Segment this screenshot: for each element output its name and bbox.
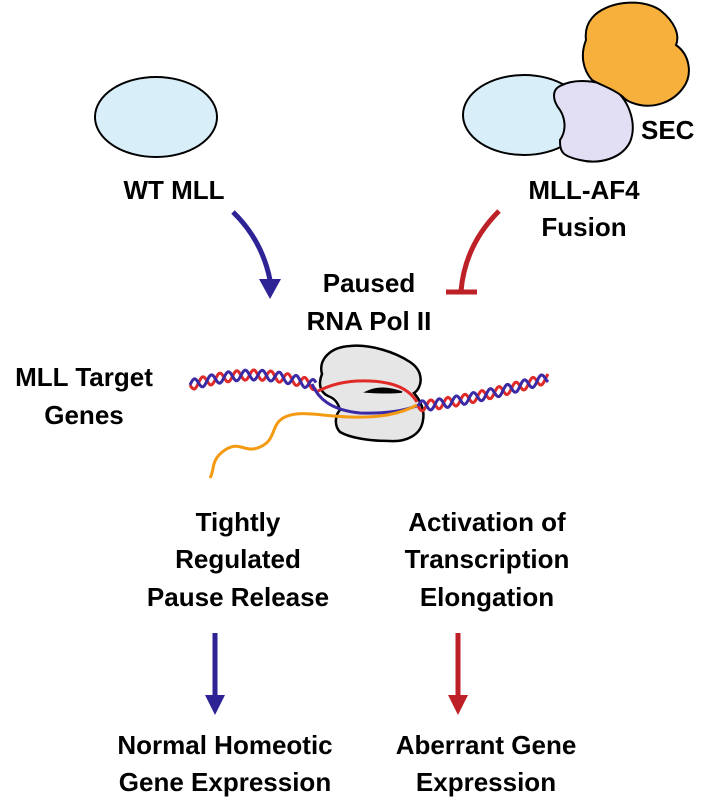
pol-ii-label-line1: Paused: [323, 268, 416, 298]
pol-ii-label-line2: RNA Pol II: [307, 306, 432, 336]
fusion-mechanism-line3: Elongation: [420, 582, 554, 612]
fusion-label-line2: Fusion: [541, 212, 626, 242]
fusion-result-line2: Expression: [416, 767, 556, 797]
fusion-result-arrowhead: [448, 695, 468, 715]
fusion-inhibition-line: [458, 209, 501, 292]
wt-activation-arrowhead: [259, 279, 281, 299]
wt-result-line1: Normal Homeotic: [117, 730, 332, 760]
fusion-mechanism-line2: Transcription: [405, 544, 570, 574]
wt-mechanism-line3: Pause Release: [147, 582, 329, 612]
wt-result-line2: Gene Expression: [119, 767, 331, 797]
wt-mll-label: WT MLL: [123, 175, 224, 205]
fusion-mechanism-line1: Activation of: [408, 507, 566, 537]
rna-transcript: [208, 403, 418, 479]
dna-strand-b-right: [416, 373, 550, 412]
fusion-result-line1: Aberrant Gene: [396, 730, 577, 760]
rna-pol-ii-cleft: [363, 387, 403, 394]
wt-mechanism-line1: Tightly: [196, 507, 281, 537]
target-genes-label-line2: Genes: [44, 400, 124, 430]
dna-strand-a-open: [315, 379, 419, 403]
dna-strand-a-right: [416, 373, 550, 413]
wt-activation-arrow: [231, 210, 273, 281]
sec-label: SEC: [641, 115, 695, 145]
target-genes-label-line1: MLL Target: [15, 362, 153, 392]
sec-complex-icon: [581, 1, 690, 107]
wt-mechanism-line2: Regulated: [175, 544, 301, 574]
wt-mll-protein-icon: [94, 76, 218, 158]
wt-result-arrowhead: [205, 695, 225, 715]
dna-strand-a-left: [188, 368, 318, 392]
fusion-label-line1: MLL-AF4: [528, 175, 640, 205]
dna-strand-b-left: [188, 368, 318, 390]
